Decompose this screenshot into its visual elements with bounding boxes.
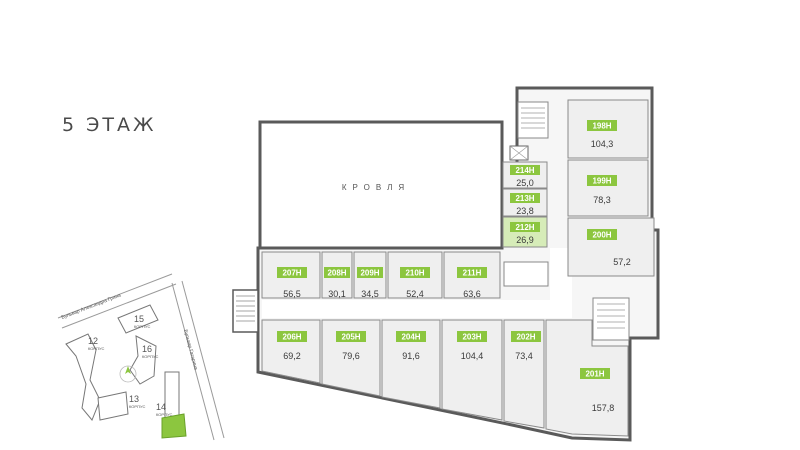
site-minimap: Бульвар Александра Грина Бульвар Гагарин… (57, 273, 225, 441)
unit-210-label: 210Н (405, 269, 424, 278)
unit-203[interactable]: 203Н 104,4 (441, 319, 503, 421)
unit-204[interactable]: 204Н 91,6 (381, 319, 441, 409)
unit-205-area: 79,6 (342, 351, 360, 361)
unit-198-area: 104,3 (591, 139, 614, 149)
unit-198[interactable]: 198Н 104,3 (567, 99, 649, 159)
unit-201[interactable]: 201Н 157,8 (545, 319, 629, 437)
unit-212-label: 212Н (515, 223, 534, 232)
building-13-sub: КОРПУС (129, 404, 145, 409)
building-16-num: 16 (142, 344, 152, 354)
building-14-sub: КОРПУС (156, 412, 172, 417)
unit-202-label: 202Н (516, 333, 535, 342)
unit-208-label: 208Н (327, 269, 346, 278)
roof-label: КРОВЛЯ (342, 183, 410, 192)
unit-205-label: 205Н (341, 333, 360, 342)
unit-208[interactable]: 208Н 30,1 (321, 251, 353, 299)
building-12-num: 12 (88, 336, 98, 346)
unit-201-label: 201Н (585, 370, 604, 379)
unit-213-label: 213Н (515, 194, 534, 203)
unit-202-area: 73,4 (515, 351, 533, 361)
unit-203-label: 203Н (462, 333, 481, 342)
unit-212-area: 26,9 (516, 235, 534, 245)
unit-211-area: 63,6 (463, 289, 481, 299)
unit-199-label: 199Н (592, 177, 611, 186)
unit-214[interactable]: 214Н 25,0 (502, 161, 548, 189)
unit-203-area: 104,4 (461, 351, 484, 361)
unit-209[interactable]: 209Н 34,5 (353, 251, 387, 299)
unit-206-label: 206Н (282, 333, 301, 342)
unit-199-area: 78,3 (593, 195, 611, 205)
unit-205[interactable]: 205Н 79,6 (321, 319, 381, 397)
unit-204-area: 91,6 (402, 351, 420, 361)
roof-area: КРОВЛЯ (258, 120, 504, 250)
unit-201-area: 157,8 (592, 403, 615, 413)
building-15-sub: КОРПУС (134, 324, 150, 329)
unit-213[interactable]: 213Н 23,8 (502, 188, 548, 217)
unit-213-area: 23,8 (516, 206, 534, 216)
unit-200-label: 200Н (592, 231, 611, 240)
unit-212[interactable]: 212Н 26,9 (502, 216, 548, 248)
unit-207-label: 207Н (282, 269, 301, 278)
unit-198-label: 198Н (592, 122, 611, 131)
building-16-sub: КОРПУС (142, 354, 158, 359)
unit-200[interactable]: 200Н 57,2 (567, 217, 655, 277)
unit-207-area: 56,5 (283, 289, 301, 299)
building-14-num: 14 (156, 402, 166, 412)
unit-214-area: 25,0 (516, 178, 534, 188)
unit-207[interactable]: 207Н 56,5 (261, 251, 321, 299)
unit-214-label: 214Н (515, 166, 534, 175)
unit-208-area: 30,1 (328, 289, 346, 299)
unit-211-label: 211Н (463, 269, 482, 278)
unit-200-area: 57,2 (613, 257, 631, 267)
building-15-num: 15 (134, 314, 144, 324)
units-layer: 198Н 104,3 199Н 78,3 200Н 57,2 214Н 25,0 (261, 99, 655, 437)
unit-210[interactable]: 210Н 52,4 (387, 251, 443, 299)
unit-210-area: 52,4 (406, 289, 424, 299)
unit-206[interactable]: 206Н 69,2 (261, 319, 321, 384)
unit-202[interactable]: 202Н 73,4 (503, 319, 545, 429)
unit-209-area: 34,5 (361, 289, 379, 299)
building-13-num: 13 (129, 394, 139, 404)
building-12-sub: КОРПУС (88, 346, 104, 351)
floor-title: 5 ЭТАЖ (62, 114, 157, 136)
unit-206-area: 69,2 (283, 351, 301, 361)
unit-209-label: 209Н (360, 269, 379, 278)
unit-204-label: 204Н (401, 333, 420, 342)
unit-211[interactable]: 211Н 63,6 (443, 251, 501, 299)
unit-199[interactable]: 199Н 78,3 (567, 159, 649, 217)
